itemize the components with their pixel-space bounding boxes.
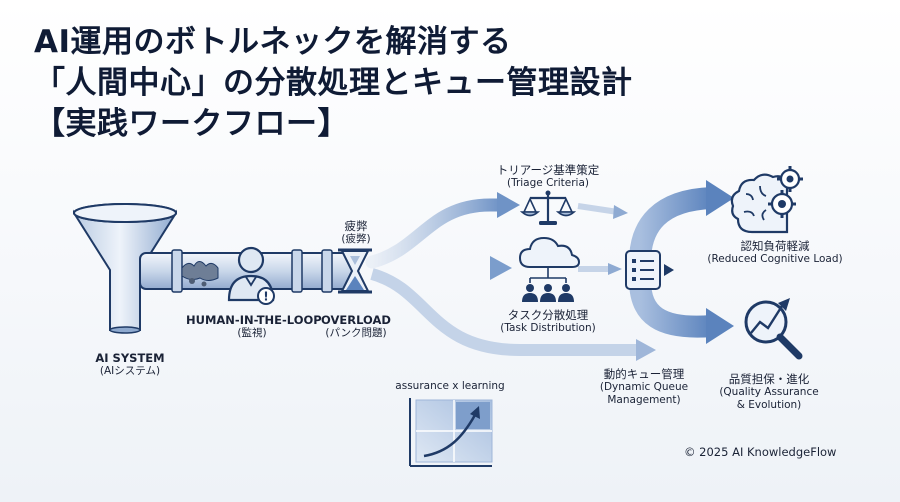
overload-title: OVERLOAD xyxy=(321,313,391,327)
copyright-text: © 2025 AI KnowledgeFlow xyxy=(684,445,837,459)
queue-list-icon xyxy=(625,250,674,290)
cloud-network-icon xyxy=(518,236,581,302)
quality-title: 品質担保・進化 xyxy=(728,372,810,386)
title-line-3: 【実践ワークフロー】 xyxy=(34,106,349,142)
overload-label: OVERLOAD (パンク問題) xyxy=(318,313,394,340)
task-distribution-subtitle: (Task Distribution) xyxy=(500,322,596,334)
title-line-1: AI運用のボトルネックを解消する xyxy=(34,24,512,60)
fatigue-title: 疲弊 xyxy=(344,219,368,233)
task-distribution-label: タスク分散処理 (Task Distribution) xyxy=(488,308,608,335)
scales-icon xyxy=(519,190,577,225)
quality-label: 品質担保・進化 (Quality Assurance & Evolution) xyxy=(714,372,824,412)
growth-chart-icon xyxy=(409,398,493,467)
funnel-icon xyxy=(72,203,178,334)
dynamic-queue-subtitle-2: Management) xyxy=(607,394,681,406)
title-line-2: 「人間中心」の分散処理とキュー管理設計 xyxy=(34,65,633,101)
overload-subtitle: (パンク問題) xyxy=(325,327,387,339)
triage-subtitle: (Triage Criteria) xyxy=(506,177,589,189)
dynamic-queue-subtitle-1: (Dynamic Queue xyxy=(599,381,689,393)
triage-label: トリアージ基準策定 (Triage Criteria) xyxy=(488,163,608,190)
fatigue-subtitle: (疲弊) xyxy=(341,233,371,245)
quality-subtitle-2: & Evolution) xyxy=(736,399,802,411)
chart-label: assurance x learning xyxy=(388,380,512,393)
flow-arrows xyxy=(365,180,734,361)
triage-title: トリアージ基準策定 xyxy=(496,163,600,177)
warning-icon: ! xyxy=(257,287,275,305)
pipe-icon xyxy=(139,249,356,293)
dynamic-queue-title: 動的キュー管理 xyxy=(603,367,685,381)
brain-gears-icon xyxy=(730,166,803,234)
page-title: AI運用のボトルネックを解消する 「人間中心」の分散処理とキュー管理設計 【実践… xyxy=(34,22,633,145)
reduced-load-subtitle: (Reduced Cognitive Load) xyxy=(707,253,843,265)
reduced-load-label: 認知負荷軽減 (Reduced Cognitive Load) xyxy=(700,239,850,266)
magnifier-chart-icon xyxy=(744,298,803,360)
task-distribution-title: タスク分散処理 xyxy=(507,308,589,322)
hitl-subtitle: (監視) xyxy=(237,327,267,339)
hitl-label: HUMAN-IN-THE-LOOP (監視) xyxy=(186,313,322,340)
chart-label-text: assurance x learning xyxy=(395,380,505,392)
svg-text:!: ! xyxy=(263,290,268,304)
ai-system-label: AI SYSTEM (AIシステム) xyxy=(95,351,165,378)
dynamic-queue-label: 動的キュー管理 (Dynamic Queue Management) xyxy=(596,367,692,407)
ai-system-title: AI SYSTEM xyxy=(95,351,165,365)
reduced-load-title: 認知負荷軽減 xyxy=(740,239,810,253)
fatigue-label: 疲弊 (疲弊) xyxy=(326,219,386,246)
hitl-title: HUMAN-IN-THE-LOOP xyxy=(186,313,322,327)
ai-system-subtitle: (AIシステム) xyxy=(99,365,161,377)
quality-subtitle-1: (Quality Assurance xyxy=(719,386,819,398)
hourglass-icon xyxy=(338,248,372,294)
